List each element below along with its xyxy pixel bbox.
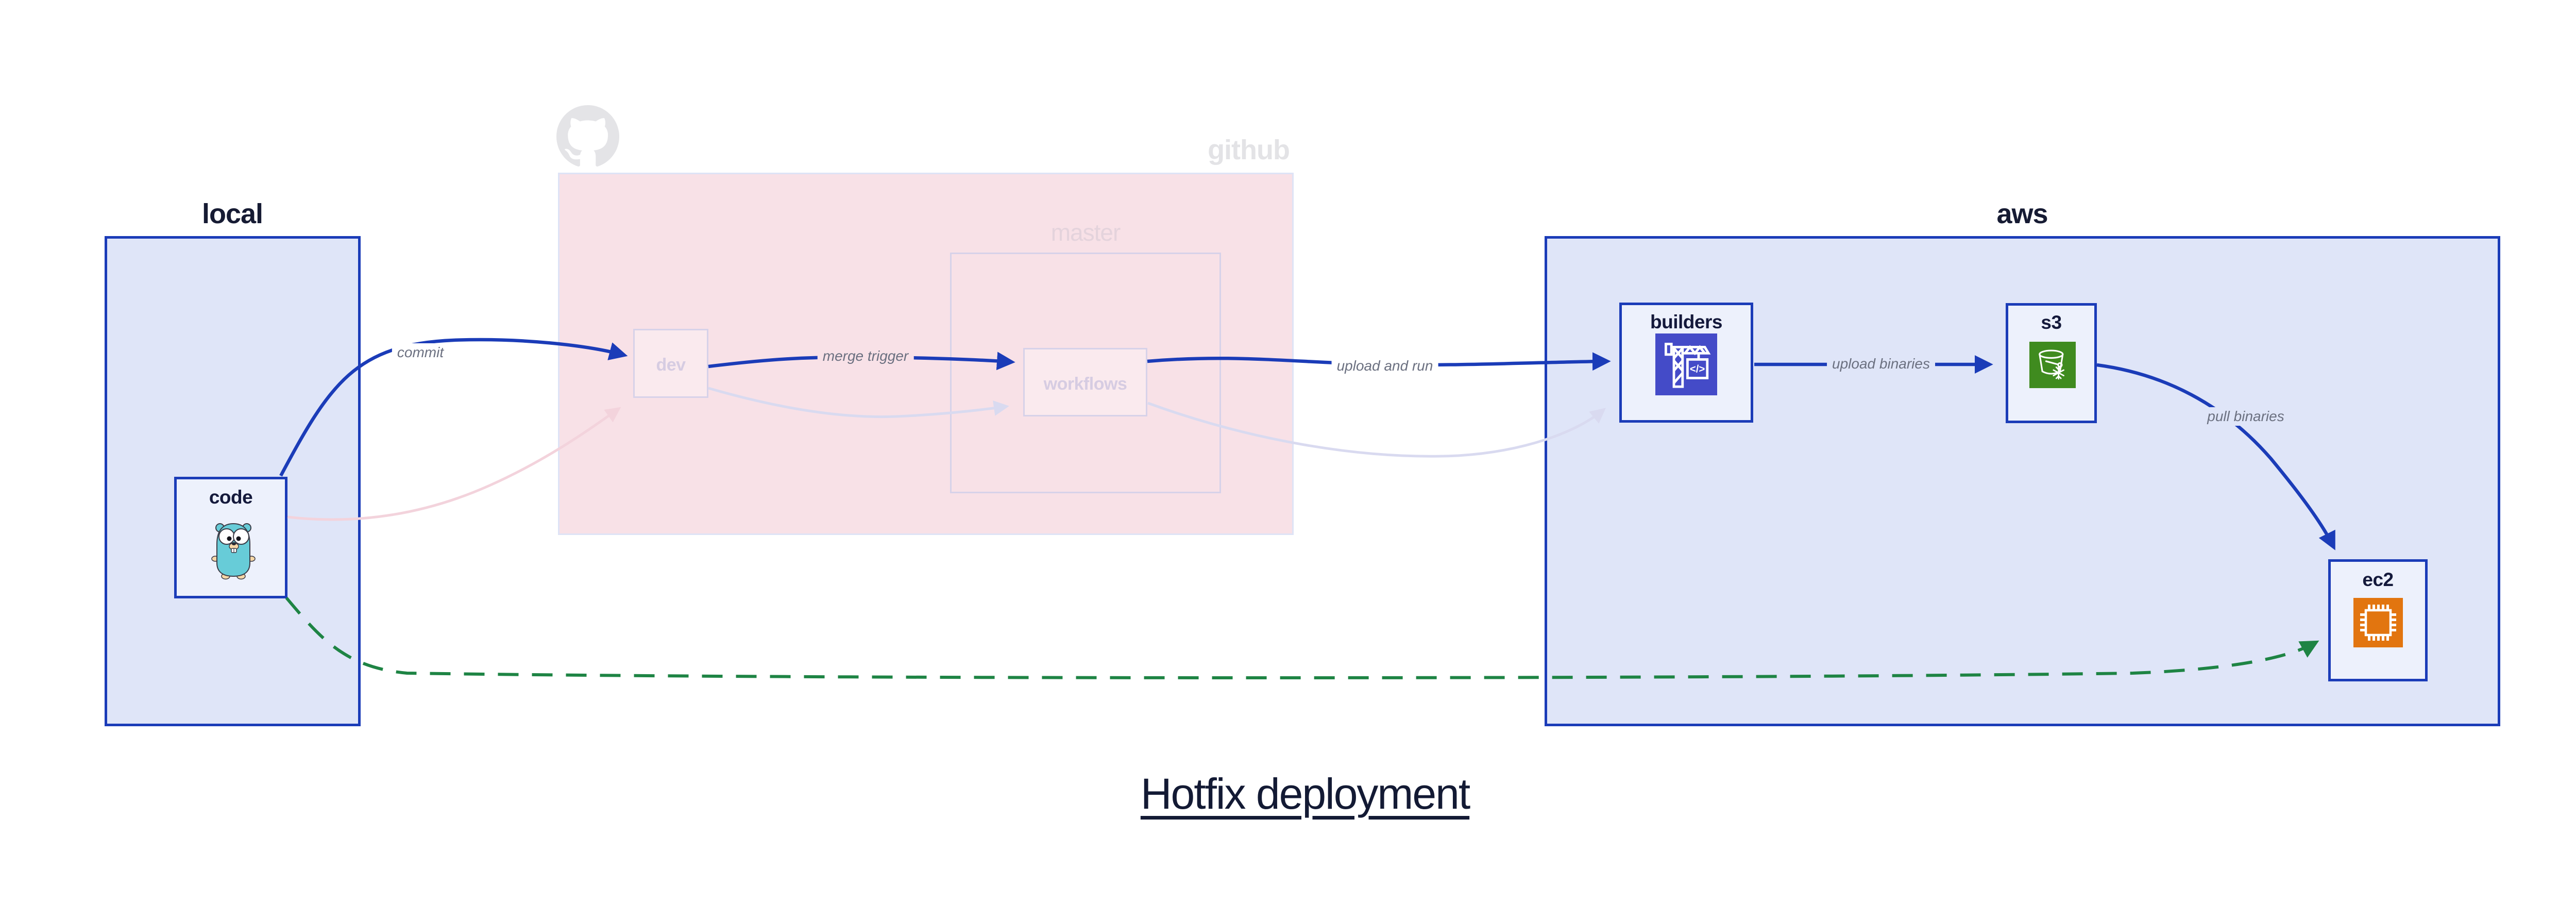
github-octocat-icon	[556, 105, 619, 166]
container-aws-label: aws	[1996, 198, 2048, 229]
edge-upload-binaries-label: upload binaries	[1827, 355, 1935, 373]
s3-glacier-bucket-icon	[2029, 342, 2076, 388]
node-workflows-label: workflows	[1043, 374, 1127, 394]
svg-text:</>: </>	[1690, 364, 1705, 375]
container-github	[558, 173, 1294, 535]
container-github-label: github	[1208, 135, 1290, 165]
go-gopher-icon	[211, 523, 256, 580]
node-ec2: ec2	[2328, 559, 2428, 681]
ec2-chip-icon	[2353, 598, 2403, 647]
node-s3-label: s3	[2041, 312, 2062, 333]
edge-commit-label: commit	[392, 343, 449, 362]
container-local-label: local	[201, 198, 263, 229]
container-master-label: master	[1050, 219, 1121, 246]
node-dev-label: dev	[656, 355, 686, 375]
node-ec2-label: ec2	[2362, 569, 2394, 590]
node-dev: dev	[633, 329, 708, 398]
diagram-title: Hotfix deployment	[1140, 770, 1470, 818]
node-s3: s3	[2006, 303, 2097, 423]
edge-merge-trigger-label: merge trigger	[817, 347, 914, 365]
edge-upload-and-run-label: upload and run	[1331, 357, 1438, 375]
node-code-label: code	[209, 487, 253, 508]
container-master	[950, 253, 1221, 493]
node-workflows: workflows	[1023, 348, 1147, 416]
codebuild-crane-icon: </>	[1655, 333, 1717, 395]
node-code: code	[174, 477, 287, 598]
edge-pull-binaries-label: pull binaries	[2202, 407, 2290, 426]
node-builders: builders </>	[1619, 303, 1753, 423]
node-builders-label: builders	[1650, 311, 1722, 332]
